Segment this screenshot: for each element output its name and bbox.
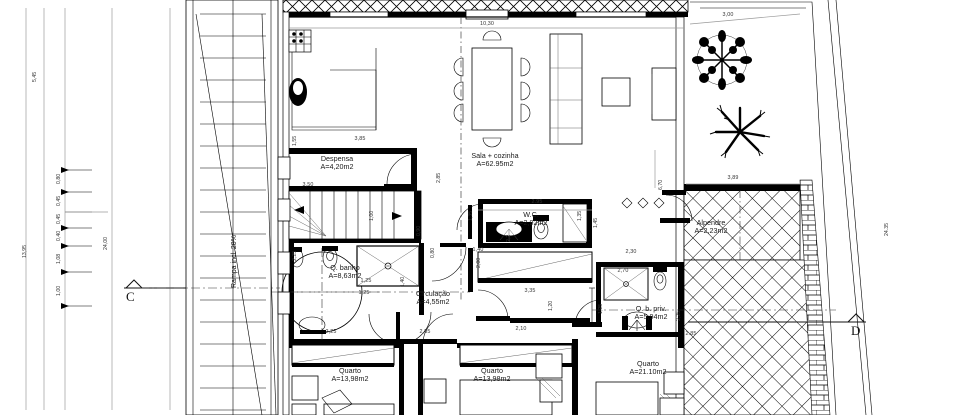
dim-v-1-45: 1,45 (593, 217, 599, 228)
room-name-despensa: Despensa (320, 154, 354, 163)
dim-h-2-30: 2,30 (625, 249, 637, 255)
staircase (277, 190, 422, 243)
dim-v-0-90: 0,90 (416, 225, 422, 236)
dim-h-2-70: 2,70 (617, 268, 629, 274)
section-marker-glyphs (124, 279, 866, 323)
room-label-circulacao: Circulação A=4,55m2 (416, 289, 450, 307)
dim-v-0-40: 0,40 (56, 230, 62, 241)
dim-v-1-40: 1,40 (400, 276, 406, 287)
dim-h-3-89: 3,89 (727, 175, 739, 181)
q-banho-room (272, 243, 432, 345)
dim-v-13-95: 13,95 (22, 245, 28, 258)
section-marker-c: C (126, 289, 135, 304)
dim-v-6-70: 6,70 (658, 179, 664, 190)
room-area-wc: A=2,92m2 (514, 218, 548, 228)
room-label-q-banho: Q. banho A=8,63m2 (328, 263, 362, 281)
tree-1 (692, 30, 752, 90)
wc-room (456, 199, 592, 292)
room-area-quarto-1: A=13,98m2 (331, 374, 369, 384)
room-name-sala-cozinha: Sala + cozinha (471, 151, 519, 160)
room-area-circulacao: A=4,55m2 (416, 297, 450, 307)
room-label-quarto-3: Quarto A=21.10m2 (629, 359, 667, 377)
room-label-q-b-priv: Q. b. priv. A=5,94m2 (634, 304, 668, 322)
dim-v-5-45: 5,45 (32, 71, 38, 82)
dim-h-2-85-mid: 2,85 (419, 329, 431, 335)
plot-boundary (690, 0, 873, 415)
dim-h-1-25-a: 1,25 (360, 278, 372, 284)
tree-2 (709, 104, 771, 159)
room-label-wc: W.C. A=2,92m2 (514, 210, 548, 228)
dim-v-0-80-b: 0,80 (430, 247, 436, 258)
dim-v-1-35-b: 1,35 (577, 210, 583, 221)
dim-h-3-50: 3,50 (302, 182, 314, 188)
dim-v-2-00: 2,00 (476, 257, 482, 268)
dim-h-10-30: 10,30 (480, 21, 494, 27)
room-area-quarto-3: A=21.10m2 (629, 367, 667, 377)
dim-h-3-35: 3,35 (524, 288, 536, 294)
room-name-quarto-3: Quarto (637, 359, 659, 368)
dim-h-2-85-right: 2.85 (685, 331, 697, 337)
room-name-circulacao: Circulação (416, 289, 450, 298)
sala-cozinha-furniture (288, 17, 677, 300)
room-area-quarto-2: A=13,98m2 (473, 374, 511, 384)
dim-v-1-55: 1,55 (292, 135, 298, 146)
room-area-sala-cozinha: A=62.95m2 (476, 159, 514, 169)
corridor-block (476, 251, 595, 325)
room-area-alpendre: A=2,23m2 (694, 226, 728, 236)
dim-v-2-85: 2,85 (436, 172, 442, 183)
dim-v-1-35-a: 1,35 (468, 210, 474, 221)
q-b-priv-room (572, 262, 836, 348)
alpendre-porch (621, 184, 801, 262)
dim-v-2-2: 2,2 (506, 234, 512, 242)
room-label-quarto-1: Quarto A=13,98m2 (331, 366, 369, 384)
dim-v-1-00-stairs: 1,00 (369, 210, 375, 221)
dim-h-3-00: 3,00 (722, 12, 734, 18)
bedrooms (289, 313, 685, 415)
dim-v-1-00: 1,00 (56, 285, 62, 296)
room-name-wc: W.C. (523, 210, 539, 219)
dim-h-1-25-b: 1,25 (358, 290, 370, 296)
room-name-quarto-2: Quarto (481, 366, 503, 375)
despensa-room (277, 148, 418, 192)
dim-v-0-45-a: 0,45 (56, 195, 62, 206)
room-label-alpendre: Alpendre A=2,23m2 (694, 218, 728, 236)
dim-h-2-10: 2,10 (515, 326, 527, 332)
circulacao-area (280, 243, 470, 344)
room-name-q-b-priv: Q. b. priv. (635, 304, 667, 313)
top-exterior-wall (282, 0, 689, 20)
dim-h-2-25: 2,25 (325, 329, 337, 335)
dim-v-1-25-c: 1,25 (598, 303, 604, 314)
access-ramp (185, 0, 279, 415)
ramp-label: Rampa incl. 20% (231, 235, 238, 288)
dim-v-2-25-b: 2,25 (676, 310, 682, 321)
dim-h-2-95: 2.95 (531, 199, 543, 205)
room-name-q-banho: Q. banho (330, 263, 360, 272)
dim-v-24-35: 24.35 (884, 223, 890, 236)
section-marker-d: D (851, 323, 861, 338)
left-dimension-ladder (25, 8, 171, 410)
dim-v-24-00: 24,00 (103, 237, 109, 250)
dim-v-1-20: 1,20 (548, 300, 554, 311)
room-label-quarto-2: Quarto A=13,98m2 (473, 366, 511, 384)
dim-v-0-45-b: 0,45 (56, 213, 62, 224)
dim-h-3-85: 3,85 (354, 136, 366, 142)
dim-v-0-80: 0,80 (56, 173, 62, 184)
room-area-q-b-priv: A=5,94m2 (634, 312, 668, 322)
dim-v-2-25: 2,25 (292, 250, 298, 261)
room-label-sala-cozinha: Sala + cozinha A=62.95m2 (471, 151, 519, 169)
dim-h-1-40: 1,40 (472, 247, 484, 253)
tree-icons (692, 30, 771, 159)
room-name-alpendre: Alpendre (696, 218, 726, 227)
garden-terrace (683, 179, 831, 415)
room-label-despensa: Despensa A=4,20m2 (320, 154, 354, 172)
dim-v-1-08: 1,08 (56, 253, 62, 264)
dimension-lines (289, 13, 801, 211)
room-area-q-banho: A=8,63m2 (328, 271, 362, 281)
room-area-despensa: A=4,20m2 (320, 162, 354, 172)
room-name-quarto-1: Quarto (339, 366, 361, 375)
